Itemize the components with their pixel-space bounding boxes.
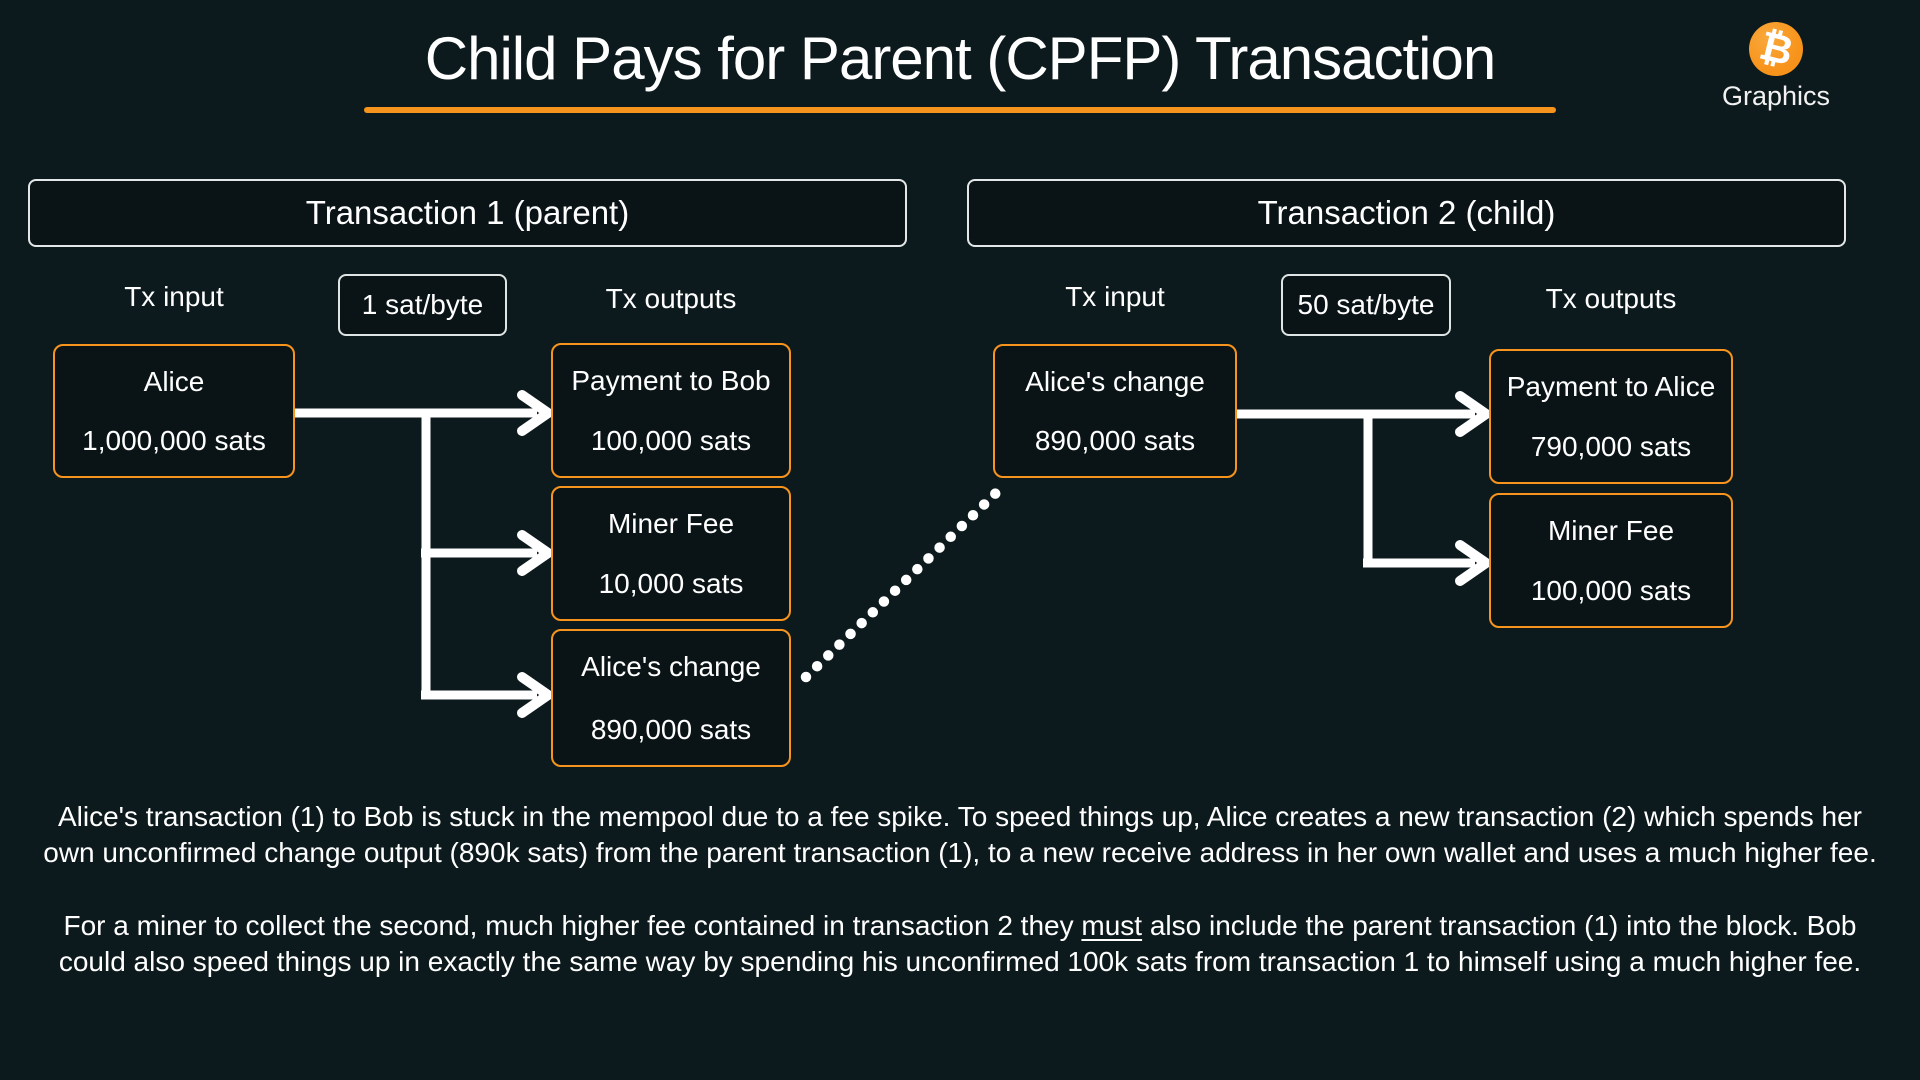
tx2-arrowhead-miner-fee bbox=[1455, 540, 1491, 586]
page-title: Child Pays for Parent (CPFP) Transaction bbox=[424, 25, 1496, 92]
tx2-output-amount: 100,000 sats bbox=[1530, 575, 1692, 606]
tx1-output-name: Alice's change bbox=[581, 651, 761, 682]
tx1-input-alice: Alice 1,000,000 sats bbox=[53, 344, 295, 478]
tx2-output-miner-fee: Miner Fee 100,000 sats bbox=[1489, 493, 1733, 628]
parent-child-dotted-link bbox=[800, 485, 1004, 683]
tx1-output-name: Miner Fee bbox=[607, 508, 735, 539]
tx1-arrows bbox=[295, 390, 553, 718]
tx2-outputs-label: Tx outputs bbox=[1545, 283, 1677, 314]
tx1-arrowhead-alice-change bbox=[517, 672, 553, 718]
tx2-arrows bbox=[1237, 391, 1491, 586]
tx1-input-name: Alice bbox=[143, 366, 205, 397]
tx2-input-name: Alice's change bbox=[1025, 366, 1205, 397]
tx2-input-label: Tx input bbox=[1065, 281, 1165, 312]
tx1-output-payment-to-bob: Payment to Bob 100,000 sats bbox=[551, 343, 791, 478]
tx2-output-name: Miner Fee bbox=[1547, 515, 1675, 546]
title-underline bbox=[364, 107, 1556, 113]
tx2-arrowhead-payment-to-alice bbox=[1455, 391, 1491, 437]
tx1-output-name: Payment to Bob bbox=[571, 365, 771, 396]
explanation-paragraph-1: Alice's transaction (1) to Bob is stuck … bbox=[43, 801, 1877, 868]
tx1-header: Transaction 1 (parent) bbox=[28, 179, 907, 247]
tx1-outputs-label: Tx outputs bbox=[605, 283, 737, 314]
tx1-arrowhead-miner-fee bbox=[517, 530, 553, 576]
explanation-text: Alice's transaction (1) to Bob is stuck … bbox=[30, 799, 1890, 980]
tx1-output-alice-change: Alice's change 890,000 sats bbox=[551, 629, 791, 767]
tx1-output-amount: 100,000 sats bbox=[590, 425, 752, 456]
tx1-arrowhead-payment-to-bob bbox=[517, 390, 553, 436]
tx2-header: Transaction 2 (child) bbox=[967, 179, 1846, 247]
tx2-output-amount: 790,000 sats bbox=[1530, 431, 1692, 462]
tx1-input-label: Tx input bbox=[124, 281, 224, 312]
explanation-paragraph-2: For a miner to collect the second, much … bbox=[58, 910, 1862, 977]
tx1-output-miner-fee: Miner Fee 10,000 sats bbox=[551, 486, 791, 621]
tx1-feerate-badge: 1 sat/byte bbox=[338, 274, 507, 336]
tx1-input-amount: 1,000,000 sats bbox=[82, 425, 266, 456]
tx2-feerate-badge: 50 sat/byte bbox=[1281, 274, 1451, 336]
tx2-input-amount: 890,000 sats bbox=[1034, 425, 1196, 456]
must-underlined: must bbox=[1081, 910, 1143, 941]
bitcoin-graphics-brand: ₿ Graphics bbox=[1706, 22, 1846, 112]
tx2-input-alice-change: Alice's change 890,000 sats bbox=[993, 344, 1237, 478]
bitcoin-symbol: ₿ bbox=[1754, 23, 1798, 75]
tx2-output-payment-to-alice: Payment to Alice 790,000 sats bbox=[1489, 349, 1733, 484]
tx2-output-name: Payment to Alice bbox=[1506, 371, 1716, 402]
tx1-output-amount: 890,000 sats bbox=[590, 714, 752, 745]
tx1-output-amount: 10,000 sats bbox=[598, 568, 744, 599]
brand-label: Graphics bbox=[1721, 81, 1831, 111]
bitcoin-icon: ₿ bbox=[1749, 22, 1803, 76]
